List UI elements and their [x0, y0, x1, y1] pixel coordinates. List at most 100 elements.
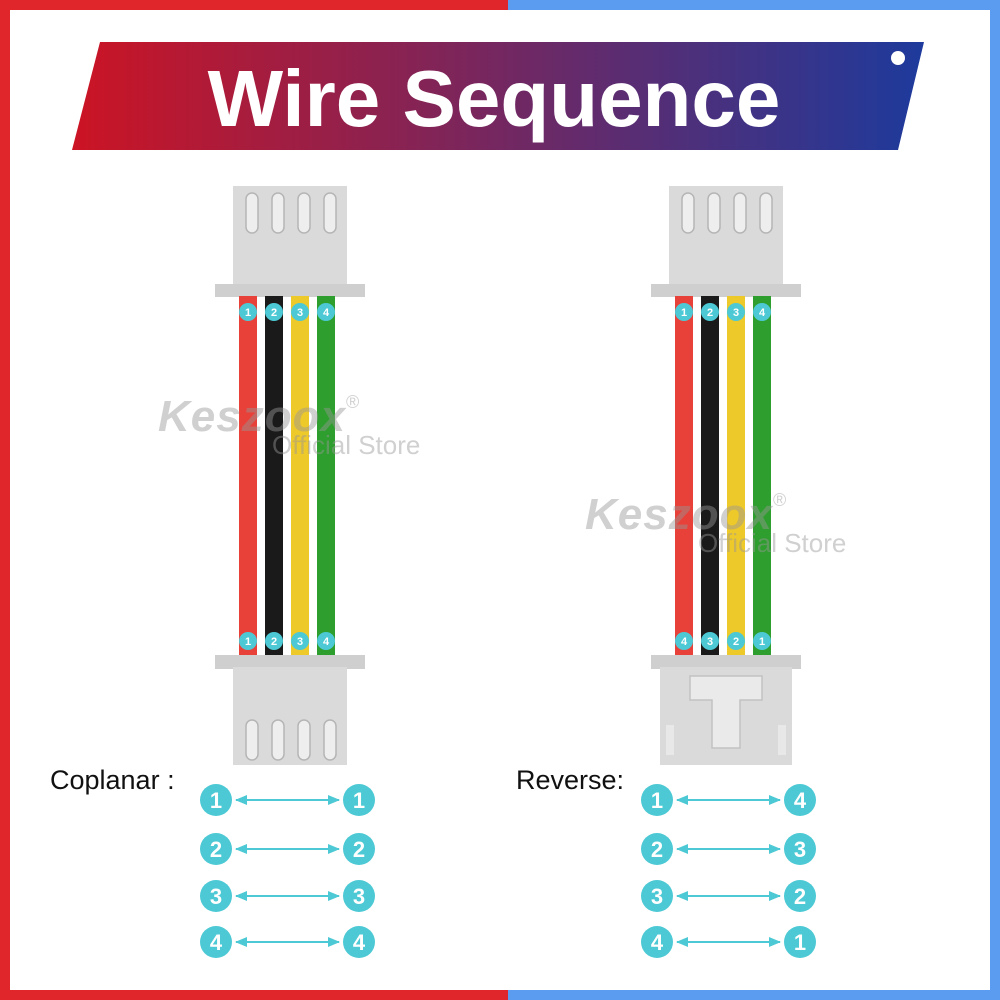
arrow-head-left-icon [676, 891, 688, 901]
frame-left-top-border [0, 0, 508, 10]
arrow-head-right-icon [769, 844, 781, 854]
badge-label: 1 [651, 788, 663, 813]
watermark-left: Keszoox® [158, 392, 359, 442]
pin-number-badge: 3 [200, 880, 232, 912]
watermark-brand: Keszoox [158, 392, 346, 441]
badge-circle [200, 880, 232, 912]
housing-slot [245, 192, 259, 234]
frame-right-border [990, 0, 1000, 1000]
pin-number-badge: 2 [641, 833, 673, 865]
badge-label: 3 [707, 636, 713, 648]
badge-label: 1 [245, 307, 251, 319]
watermark-brand: Keszoox [585, 490, 773, 539]
badge-label: 1 [210, 788, 222, 813]
badge-circle [784, 833, 816, 865]
badge-label: 4 [323, 636, 330, 648]
wire [753, 296, 771, 657]
arrow-head-left-icon [676, 937, 688, 947]
badge-label: 1 [245, 636, 251, 648]
pin-number-badge: 1 [784, 926, 816, 958]
pin-number-badge: 3 [291, 632, 309, 650]
frame-right-top-border [508, 0, 1000, 10]
wire [675, 296, 693, 657]
badge-circle [239, 303, 257, 321]
badge-label: 3 [297, 636, 303, 648]
pin-number-badge: 3 [291, 303, 309, 321]
wire [291, 296, 309, 657]
top-connector-housing [651, 186, 801, 297]
badge-label: 3 [651, 884, 663, 909]
frame-right-bottom-border [508, 990, 1000, 1000]
arrow-head-left-icon [235, 937, 247, 947]
arrow-head-left-icon [235, 795, 247, 805]
pin-number-badge: 4 [641, 926, 673, 958]
arrow-head-right-icon [769, 795, 781, 805]
housing-flange [215, 655, 365, 669]
badge-label: 2 [353, 837, 365, 862]
badge-circle [727, 303, 745, 321]
pin-number-badge: 2 [200, 833, 232, 865]
arrow-head-right-icon [328, 844, 340, 854]
badge-label: 2 [271, 636, 277, 648]
pin-number-badge: 3 [343, 880, 375, 912]
badge-circle [343, 833, 375, 865]
badge-circle [265, 632, 283, 650]
badge-circle [239, 632, 257, 650]
badge-circle [641, 880, 673, 912]
badge-circle [701, 632, 719, 650]
housing-slot [271, 719, 285, 761]
pin-number-badge: 2 [265, 303, 283, 321]
badge-circle [753, 303, 771, 321]
watermark-store-left: Official Store [272, 430, 421, 460]
badge-circle [727, 632, 745, 650]
badge-label: 1 [681, 307, 687, 319]
badge-label: 2 [733, 636, 739, 648]
pin-number-badge: 4 [753, 303, 771, 321]
housing-slot [271, 192, 285, 234]
pin-number-badge: 1 [641, 784, 673, 816]
badge-circle [784, 784, 816, 816]
badge-circle [200, 784, 232, 816]
badge-label: 2 [210, 837, 222, 862]
reverse-label: Reverse: [516, 765, 625, 795]
arrow-head-right-icon [328, 795, 340, 805]
arrow-head-right-icon [769, 937, 781, 947]
housing-flange [215, 284, 365, 297]
badge-circle [784, 880, 816, 912]
pin-number-badge: 2 [784, 880, 816, 912]
badge-label: 2 [794, 884, 806, 909]
pin-number-badge: 3 [701, 632, 719, 650]
badge-circle [291, 632, 309, 650]
housing-rib [666, 725, 674, 755]
arrow-head-left-icon [676, 844, 688, 854]
housing-slot [733, 192, 747, 234]
wire [317, 296, 335, 657]
badge-circle [641, 926, 673, 958]
housing-slot [707, 192, 721, 234]
pin-number-badge: 1 [239, 303, 257, 321]
pin-number-badge: 2 [727, 632, 745, 650]
badge-circle [641, 833, 673, 865]
pin-number-badge: 1 [200, 784, 232, 816]
top-connector-housing [215, 186, 365, 297]
pin-number-badge: 1 [753, 632, 771, 650]
badge-label: 2 [651, 837, 663, 862]
badge-label: 1 [794, 930, 806, 955]
title-banner [72, 42, 924, 150]
arrow-head-left-icon [676, 795, 688, 805]
badge-circle [675, 303, 693, 321]
badge-label: 4 [353, 930, 366, 955]
badge-circle [753, 632, 771, 650]
badge-circle [200, 833, 232, 865]
coplanar-label: Coplanar : [50, 765, 175, 795]
housing-slot [323, 719, 337, 761]
badge-circle [784, 926, 816, 958]
pin-number-badge: 4 [784, 784, 816, 816]
